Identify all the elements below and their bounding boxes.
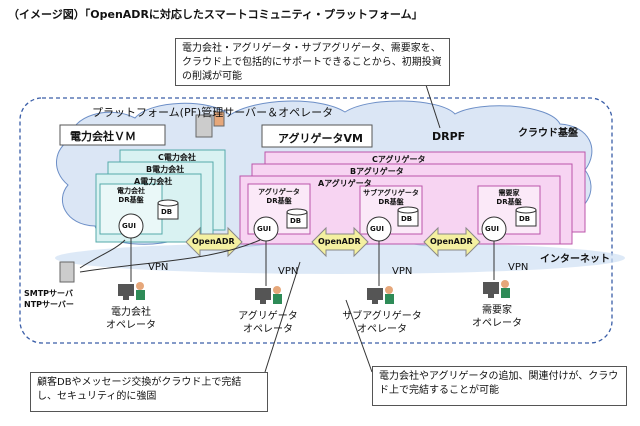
- utility-b-label: B電力会社: [146, 165, 185, 174]
- utility-dr-label: 電力会社 DR基盤: [117, 187, 145, 204]
- openadr-label-3: OpenADR: [430, 237, 473, 246]
- utility-c-label: C電力会社: [158, 153, 196, 162]
- aggregator-a-label: Aアグリゲータ: [318, 179, 372, 188]
- page-title: （イメージ図）「OpenADRに対応したスマートコミュニティ・プラットフォーム」: [8, 8, 423, 21]
- aggregator-operator-label: アグリゲータ オペレータ: [238, 311, 298, 335]
- cloud-base-label: クラウド基盤: [518, 128, 578, 139]
- vpn-label-consumer: VPN: [508, 262, 529, 273]
- subaggregator-dr-label: サブアグリゲータ DR基盤: [363, 189, 419, 206]
- db-label-consumer: DB: [519, 215, 531, 223]
- utility-a-label: A電力会社: [134, 177, 173, 186]
- db-label-utility: DB: [161, 208, 173, 216]
- operator-icon-aggregator: [255, 286, 282, 304]
- callout-bl-pointer: [264, 261, 301, 373]
- platform-boundary: [19, 97, 613, 344]
- smtp-ntp-label: SMTPサーバ NTPサーバー: [24, 289, 74, 309]
- internet-label: インターネット: [540, 254, 610, 265]
- operator-icon-consumer: [483, 280, 510, 298]
- utility-vm-label-box: [59, 124, 166, 146]
- gui-label-aggregator: GUI: [257, 225, 272, 233]
- drpf-label: DRPF: [432, 130, 466, 143]
- vpn-label-utility: VPN: [148, 262, 169, 273]
- gui-label-utility: GUI: [122, 222, 137, 230]
- consumer-operator-label: 需要家 オペレータ: [472, 305, 522, 329]
- aggregator-vm-label: アグリゲータVM: [278, 132, 363, 145]
- consumer-dr-label: 需要家 DR基盤: [496, 189, 522, 206]
- db-cylinder-subaggregator: [397, 206, 419, 227]
- platform-label: プラットフォーム(PF)管理サーバー＆オペレータ: [92, 106, 334, 119]
- callout-top: 電力会社・アグリゲータ・サブアグリゲータ、需要家を、クラウド上で包括的にサポート…: [175, 38, 450, 86]
- db-cylinder-aggregator: [286, 208, 308, 229]
- callout-bottom-left: 顧客DBやメッセージ交換がクラウド上で完結し、セキュリティ的に強固: [30, 372, 268, 412]
- aggregator-dr-label: アグリゲータ DR基盤: [258, 188, 300, 205]
- openadr-label-2: OpenADR: [318, 237, 361, 246]
- smtp-link-2: [79, 239, 261, 273]
- aggregator-vm-label-box: [261, 124, 373, 148]
- vpn-label-subaggregator: VPN: [392, 266, 413, 277]
- db-label-aggregator: DB: [290, 217, 302, 225]
- callout-br-pointer: [345, 299, 373, 373]
- callout-bottom-right: 電力会社やアグリゲータの追加、関連付けが、クラウド上で完結することが可能: [372, 366, 627, 406]
- server-icon-platform: [195, 111, 225, 138]
- gui-label-subaggregator: GUI: [370, 225, 385, 233]
- db-label-subaggregator: DB: [401, 215, 413, 223]
- openadr-arrow-3: [423, 226, 481, 258]
- openadr-label-1: OpenADR: [192, 237, 235, 246]
- subaggregator-operator-label: サブアグリゲータ オペレータ: [342, 311, 422, 335]
- utility-operator-label: 電力会社 オペレータ: [106, 307, 156, 331]
- operator-icon-subaggregator: [367, 286, 394, 304]
- utility-vm-label: 電力会社ＶＭ: [70, 130, 136, 143]
- gui-label-consumer: GUI: [485, 225, 500, 233]
- aggregator-c-label: Cアグリゲータ: [372, 155, 426, 164]
- db-cylinder-consumer: [515, 206, 537, 227]
- openadr-arrow-1: [185, 226, 243, 258]
- callout-top-pointer: [424, 81, 441, 129]
- openadr-arrow-2: [311, 226, 369, 258]
- operator-icon-utility: [118, 282, 145, 300]
- smtp-link: [79, 239, 126, 269]
- vpn-label-aggregator: VPN: [278, 266, 299, 277]
- server-icon-smtp: [59, 261, 75, 283]
- aggregator-b-label: Bアグリゲータ: [350, 167, 404, 176]
- db-cylinder-utility: [157, 199, 179, 220]
